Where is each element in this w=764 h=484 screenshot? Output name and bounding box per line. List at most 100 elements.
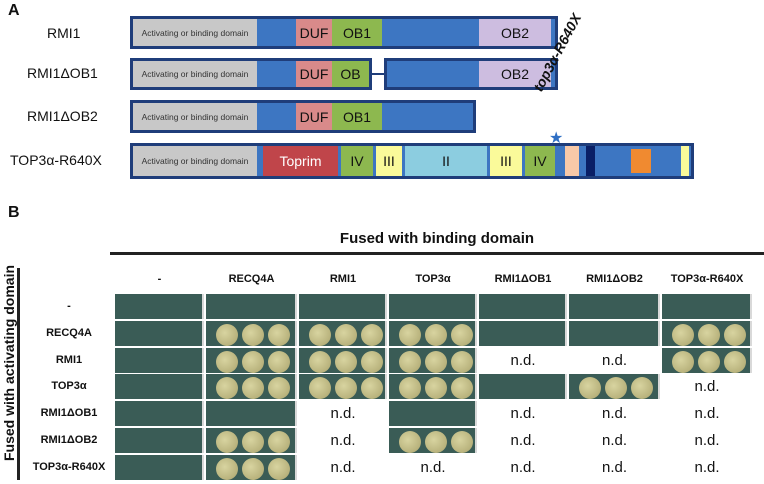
peach-region <box>565 146 579 176</box>
yeast-spot-cell <box>299 348 387 373</box>
yeast-colony <box>216 351 238 373</box>
not-determined-label: n.d. <box>601 405 628 422</box>
yeast-colony <box>425 324 447 346</box>
yeast-spot-cell <box>389 428 477 453</box>
mutation-star-icon: ★ <box>549 130 564 147</box>
yeast-colony <box>216 377 238 399</box>
yeast-colony <box>242 324 264 346</box>
column-header: RECQ4A <box>228 273 275 285</box>
duf-domain: DUF <box>296 103 332 130</box>
row-header: RMI1ΔOB2 <box>40 434 98 446</box>
yeast-colony <box>268 377 290 399</box>
yeast-spot-cell <box>206 374 297 399</box>
activating-domain: Activating or binding domain <box>133 61 257 87</box>
yeast-colony <box>451 324 473 346</box>
row-label-rmi1: RMI1 <box>47 25 81 41</box>
ob2-domain: OB2 <box>479 19 551 46</box>
row-header: RMI1 <box>55 354 83 366</box>
yeast-colony <box>631 377 653 399</box>
navy-region <box>586 146 595 176</box>
yeast-spot-cell <box>299 321 387 346</box>
column-header: RMI1ΔOB2 <box>586 273 643 285</box>
not-determined-label: n.d. <box>330 405 356 422</box>
yeast-colony <box>216 431 238 453</box>
yeast-spot-cell <box>389 401 477 426</box>
column-header: TOP3α-R640X <box>670 273 744 285</box>
yeast-colony <box>242 431 264 453</box>
yeast-spot-cell <box>206 401 297 426</box>
yeast-colony <box>268 324 290 346</box>
yeast-spot-cell <box>479 321 567 346</box>
yellow-tail <box>681 146 689 176</box>
binding-domain-header: Fused with binding domain <box>339 230 535 247</box>
yeast-spot-cell <box>389 348 477 373</box>
column-header: RMI1 <box>329 273 357 285</box>
ob2-domain: OB2 <box>479 61 551 87</box>
not-determined-label: n.d. <box>510 432 536 449</box>
row-header: TOP3α-R640X <box>32 461 106 473</box>
yeast-colony <box>605 377 627 399</box>
not-determined-label: n.d. <box>330 459 356 476</box>
yeast-colony <box>268 458 290 480</box>
yeast-colony <box>399 351 421 373</box>
yeast-spot-cell <box>299 294 387 319</box>
row-header: TOP3α <box>51 380 87 392</box>
rmi1-dob1-bar-right: OB2 <box>384 58 558 90</box>
column-header: RMI1ΔOB1 <box>494 273 552 285</box>
duf-domain: DUF <box>296 61 332 87</box>
yeast-spot-cell <box>569 294 660 319</box>
deletion-link <box>370 73 388 75</box>
yeast-colony <box>309 324 331 346</box>
yeast-spot-cell <box>206 294 297 319</box>
rmi1-dob2-bar: Activating or binding domain DUF OB1 <box>130 100 476 133</box>
not-determined-label: n.d. <box>601 459 628 476</box>
domain-iii-1: III <box>376 146 402 176</box>
yeast-colony <box>672 324 694 346</box>
row-label-rmi1-dob1: RMI1ΔOB1 <box>27 65 98 81</box>
column-header: - <box>157 273 162 285</box>
not-determined-label: n.d. <box>330 432 356 449</box>
yeast-spot-cell <box>662 348 752 373</box>
yeast-spot-cell <box>115 294 204 319</box>
yeast-spot-cell <box>115 348 204 373</box>
yeast-spot-cell <box>115 401 204 426</box>
yeast-colony <box>672 351 694 373</box>
yeast-colony <box>425 351 447 373</box>
column-header: TOP3α <box>415 273 451 285</box>
yeast-colony <box>724 351 746 373</box>
yeast-colony <box>335 377 357 399</box>
yeast-colony <box>216 324 238 346</box>
yeast-colony <box>399 377 421 399</box>
not-determined-label: n.d. <box>694 405 720 422</box>
yeast-colony <box>335 324 357 346</box>
yeast-spot-cell <box>479 374 567 399</box>
yeast-colony <box>216 458 238 480</box>
yeast-spot-cell <box>479 294 567 319</box>
row-label-top3a-r640x: TOP3α-R640X <box>10 152 102 168</box>
yeast-colony <box>451 431 473 453</box>
yeast-colony <box>361 351 383 373</box>
yeast-spot-cell <box>569 321 660 346</box>
yeast-spot-cell <box>115 428 204 453</box>
panel-b-letter: B <box>8 204 20 221</box>
yeast-colony <box>698 324 720 346</box>
yeast-spot-cell <box>299 374 387 399</box>
ob1-domain: OB1 <box>332 19 382 46</box>
yeast-colony <box>335 351 357 373</box>
yeast-colony <box>242 351 264 373</box>
yeast-spot-cell <box>389 294 477 319</box>
domain-iv-1: IV <box>341 146 373 176</box>
activating-domain: Activating or binding domain <box>133 103 257 130</box>
domain-iii-2: III <box>490 146 522 176</box>
yeast-colony <box>698 351 720 373</box>
yeast-colony <box>724 324 746 346</box>
yeast-colony <box>242 377 264 399</box>
yeast-colony <box>309 351 331 373</box>
panel-a-letter: A <box>8 2 20 19</box>
not-determined-label: n.d. <box>694 432 720 449</box>
yeast-colony <box>268 431 290 453</box>
ob-domain: OB <box>332 61 369 87</box>
yeast-colony <box>425 431 447 453</box>
row-label-rmi1-dob2: RMI1ΔOB2 <box>27 108 98 124</box>
not-determined-label: n.d. <box>694 459 720 476</box>
